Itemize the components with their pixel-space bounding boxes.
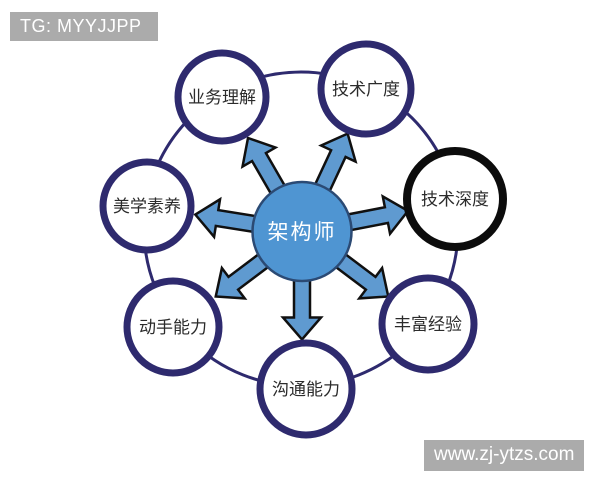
node-label: 业务理解 — [188, 88, 256, 108]
watermark: www.zj-ytzs.com — [424, 440, 585, 471]
node-business-understanding: 业务理解 — [174, 49, 270, 145]
tg-badge: TG: MYYJJPP — [10, 12, 158, 41]
center-node: 架构师 — [251, 180, 353, 283]
node-hands-on-ability: 动手能力 — [123, 277, 223, 377]
node-rich-experience: 丰富经验 — [378, 274, 478, 374]
node-label: 技术广度 — [332, 80, 400, 100]
node-label: 美学素养 — [113, 197, 181, 217]
node-technical-depth: 技术深度 — [403, 147, 507, 251]
node-circle — [317, 40, 415, 138]
node-technical-breadth: 技术广度 — [317, 40, 415, 138]
node-circle — [256, 339, 356, 439]
node-circle — [174, 49, 270, 145]
node-circle — [99, 158, 195, 254]
center-node-label: 架构师 — [268, 220, 337, 244]
arrow-group — [193, 131, 410, 342]
node-circle — [123, 277, 223, 377]
node-label: 技术深度 — [421, 190, 489, 210]
node-label: 动手能力 — [139, 318, 207, 338]
node-label: 沟通能力 — [272, 380, 340, 400]
node-communication-skills: 沟通能力 — [256, 339, 356, 439]
node-label: 丰富经验 — [394, 315, 462, 335]
center-node-circle — [251, 180, 353, 283]
node-circle — [378, 274, 478, 374]
node-aesthetic-literacy: 美学素养 — [99, 158, 195, 254]
node-circle-emphasized — [403, 147, 507, 251]
